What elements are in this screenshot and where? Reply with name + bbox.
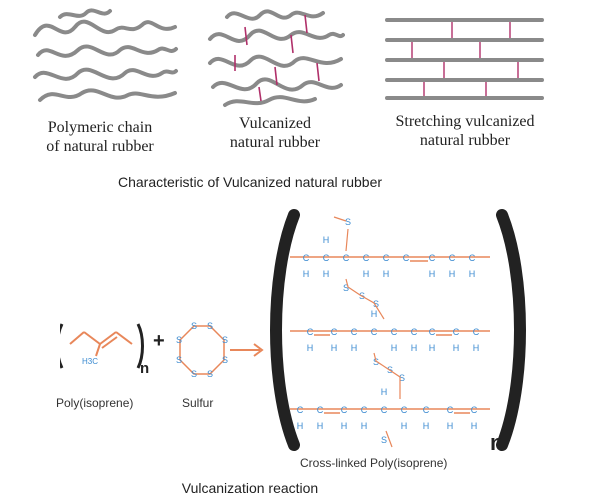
carbon-atom-label: C — [323, 253, 330, 263]
carbon-atom-label: C — [423, 405, 430, 415]
carbon-atom-label: C — [471, 405, 478, 415]
hydrogen-atom-label: H — [341, 421, 348, 431]
panel3-caption-line1: Stretching vulcanized — [395, 113, 535, 130]
hydrogen-atom-label: H — [297, 421, 304, 431]
reaction-arrow — [230, 343, 264, 357]
carbon-atom-label: C — [303, 253, 310, 263]
sulfur-label: Sulfur — [182, 396, 214, 410]
carbon-atom-label: C — [447, 405, 454, 415]
carbon-atom-label: C — [361, 405, 368, 415]
sulfur-atom-label: S — [207, 369, 213, 379]
carbon-atom-label: C — [297, 405, 304, 415]
panel2-caption-line1: Vulcanized — [239, 115, 311, 132]
panel1-caption: Polymeric chain of natural rubber — [20, 118, 180, 156]
monomer-label: Poly(isoprene) — [56, 396, 134, 410]
isoprene-monomer: H3C — [60, 323, 144, 369]
polymer-chain-panel — [33, 8, 178, 102]
top-section-title: Characteristic of Vulcanized natural rub… — [117, 174, 383, 190]
hydrogen-atom-label: H — [361, 421, 368, 431]
carbon-atom-label: C — [401, 405, 408, 415]
carbon-atom-label: C — [411, 327, 418, 337]
panel3-caption-line2: natural rubber — [419, 132, 511, 149]
polymer-chain-3: C C C C C C C C C H H H H H H H H H S — [290, 387, 490, 448]
polymer-chain-2: C C C C C C C C C H H H H H H H H H — [290, 309, 490, 353]
carbon-atom-label: C — [391, 327, 398, 337]
hydrogen-atom-label: H — [471, 421, 478, 431]
sulfur-atom-label: S — [191, 321, 197, 331]
hydrogen-atom-label: H — [453, 343, 460, 353]
crosslinked-polymer: C C C C C C C C C H H H H H H H H S S S … — [270, 209, 526, 451]
carbon-atom-label: C — [343, 253, 350, 263]
sulfur-atom-label: S — [399, 373, 405, 383]
carbon-atom-label: C — [317, 405, 324, 415]
sulfur-atom-label: S — [345, 217, 351, 227]
panel1-caption-line1: Polymeric chain — [47, 119, 153, 136]
carbon-atom-label: C — [473, 327, 480, 337]
hydrogen-atom-label: H — [363, 269, 370, 279]
panel3-caption: Stretching vulcanized natural rubber — [370, 112, 560, 150]
carbon-atom-label: C — [469, 253, 476, 263]
sulfur-ring: S S S S S S S S — [176, 321, 228, 379]
sulfur-atom-label: S — [176, 355, 182, 365]
methyl-group-label: H3C — [82, 357, 98, 366]
hydrogen-atom-label: H — [411, 343, 418, 353]
hydrogen-atom-label: H — [323, 269, 330, 279]
hydrogen-atom-label: H — [447, 421, 454, 431]
hydrogen-atom-label: H — [381, 387, 388, 397]
sulfur-atom-label: S — [222, 335, 228, 345]
carbon-atom-label: C — [429, 327, 436, 337]
vulcanized-rubber-panel — [208, 9, 345, 107]
hydrogen-atom-label: H — [307, 343, 314, 353]
carbon-atom-label: C — [331, 327, 338, 337]
hydrogen-atom-label: H — [371, 309, 378, 319]
hydrogen-atom-label: H — [323, 235, 330, 245]
hydrogen-atom-label: H — [469, 269, 476, 279]
sulfur-atom-label: S — [373, 357, 379, 367]
carbon-atom-label: C — [351, 327, 358, 337]
sulfur-atom-label: S — [176, 335, 182, 345]
hydrogen-atom-label: H — [429, 343, 436, 353]
plus-sign: + — [153, 330, 165, 352]
panel1-caption-line2: of natural rubber — [46, 138, 154, 155]
product-label: Cross-linked Poly(isoprene) — [300, 456, 448, 470]
stretched-rubber-panel — [385, 18, 544, 100]
hydrogen-atom-label: H — [331, 343, 338, 353]
carbon-atom-label: C — [341, 405, 348, 415]
polymer-chain-1: C C C C C C C C C H H H H H H H H S — [290, 216, 490, 279]
hydrogen-atom-label: H — [401, 421, 408, 431]
carbon-atom-label: C — [383, 253, 390, 263]
hydrogen-atom-label: H — [473, 343, 480, 353]
hydrogen-atom-label: H — [383, 269, 390, 279]
carbon-atom-label: C — [403, 253, 410, 263]
hydrogen-atom-label: H — [303, 269, 310, 279]
sulfur-atom-label: S — [373, 299, 379, 309]
panel2-caption: Vulcanized natural rubber — [205, 114, 345, 152]
sulfur-atom-label: S — [343, 283, 349, 293]
hydrogen-atom-label: H — [429, 269, 436, 279]
hydrogen-atom-label: H — [351, 343, 358, 353]
carbon-atom-label: C — [429, 253, 436, 263]
sulfur-atom-label: S — [222, 355, 228, 365]
carbon-atom-label: C — [363, 253, 370, 263]
hydrogen-atom-label: H — [423, 421, 430, 431]
sulfur-atom-label: S — [207, 321, 213, 331]
product-subscript-n: n — [490, 430, 504, 455]
monomer-subscript-n: n — [140, 360, 150, 377]
carbon-atom-label: C — [453, 327, 460, 337]
panel2-caption-line2: natural rubber — [229, 134, 321, 151]
carbon-atom-label: C — [371, 327, 378, 337]
hydrogen-atom-label: H — [317, 421, 324, 431]
bottom-section-title: Vulcanization reaction — [181, 480, 319, 496]
carbon-atom-label: C — [381, 405, 388, 415]
carbon-atom-label: C — [307, 327, 314, 337]
carbon-atom-label: C — [449, 253, 456, 263]
hydrogen-atom-label: H — [449, 269, 456, 279]
hydrogen-atom-label: H — [391, 343, 398, 353]
sulfur-atom-label: S — [191, 369, 197, 379]
sulfur-atom-label: S — [381, 435, 387, 445]
